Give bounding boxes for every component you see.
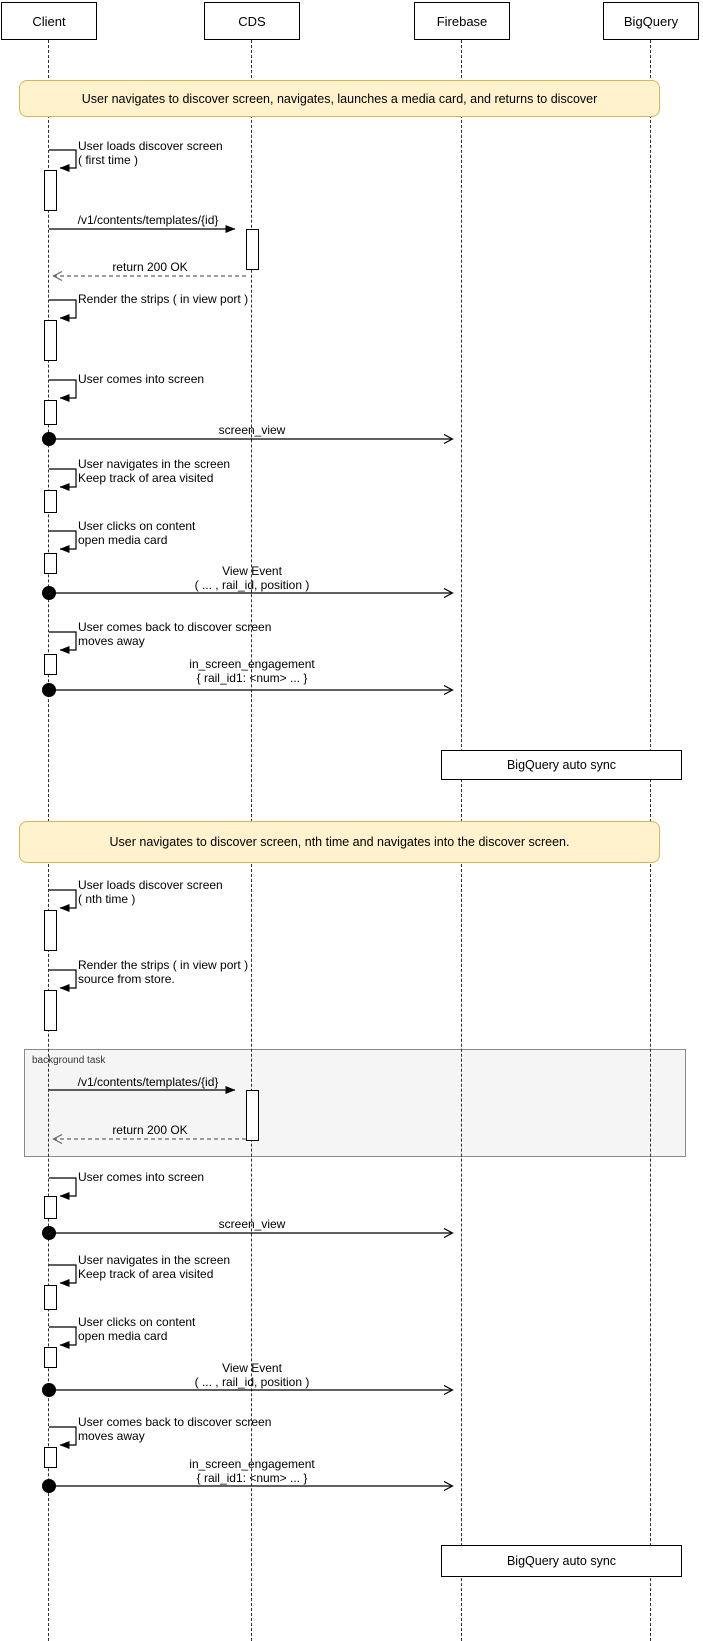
message-label: User clicks on content open media card xyxy=(78,1315,196,1343)
message-label: screen_view xyxy=(218,1217,286,1231)
actor-box-firebase: Firebase xyxy=(414,2,510,40)
event-origin-dot xyxy=(42,1479,56,1493)
activation-bar xyxy=(44,320,57,361)
message-label: User navigates in the screen Keep track … xyxy=(78,1253,231,1281)
message-label: screen_view xyxy=(218,423,286,437)
activation-bar xyxy=(44,1285,57,1310)
activation-bar xyxy=(44,490,57,513)
message-label: in_screen_engagement { rail_id1: <num> .… xyxy=(189,657,315,685)
activation-bar xyxy=(44,1347,57,1368)
self-message-arrow xyxy=(49,299,77,322)
message-label: /v1/contents/templates/{id} xyxy=(77,1075,219,1089)
self-message-arrow xyxy=(49,1264,77,1287)
message-label: /v1/contents/templates/{id} xyxy=(77,213,219,227)
message-label: User comes back to discover screen moves… xyxy=(78,1415,272,1443)
scenario-banner-2: User navigates to discover screen, nth t… xyxy=(19,821,660,863)
event-origin-dot xyxy=(42,683,56,697)
activation-bar xyxy=(44,1196,57,1219)
self-message-arrow xyxy=(49,1426,77,1449)
background-task-label: background task xyxy=(32,1055,106,1066)
message-label: Render the strips ( in view port ) xyxy=(78,292,249,306)
activation-bar xyxy=(44,400,57,425)
activation-bar xyxy=(246,229,259,270)
message-label: User comes into screen xyxy=(78,372,205,386)
self-message-arrow xyxy=(49,530,77,553)
event-origin-dot xyxy=(42,1383,56,1397)
message-label: return 200 OK xyxy=(112,260,188,274)
bigquery-auto-sync-box: BigQuery auto sync xyxy=(441,750,682,780)
message-label: View Event ( ... , rail_id, position ) xyxy=(194,564,310,592)
scenario-banner-1: User navigates to discover screen, navig… xyxy=(19,80,660,117)
message-label: View Event ( ... , rail_id, position ) xyxy=(194,1361,310,1389)
self-message-arrow xyxy=(49,1177,77,1200)
activation-bar xyxy=(44,990,57,1031)
message-label: User navigates in the screen Keep track … xyxy=(78,457,231,485)
self-message-arrow xyxy=(49,468,77,491)
event-origin-dot xyxy=(42,1226,56,1240)
message-label: User comes back to discover screen moves… xyxy=(78,620,272,648)
message-label: User clicks on content open media card xyxy=(78,519,196,547)
self-message-arrow xyxy=(49,1326,77,1349)
self-message-arrow xyxy=(49,969,77,992)
activation-bar xyxy=(44,1447,57,1468)
message-label: User loads discover screen ( nth time ) xyxy=(78,878,223,906)
activation-bar xyxy=(44,170,57,211)
activation-bar xyxy=(246,1090,259,1141)
actor-box-bigquery: BigQuery xyxy=(603,2,699,40)
event-origin-dot xyxy=(42,432,56,446)
event-origin-dot xyxy=(42,586,56,600)
message-label: User loads discover screen ( first time … xyxy=(78,139,223,167)
message-label: User comes into screen xyxy=(78,1170,205,1184)
self-message-arrow xyxy=(49,149,77,172)
message-label: in_screen_engagement { rail_id1: <num> .… xyxy=(189,1457,315,1485)
actor-box-cds: CDS xyxy=(204,2,300,40)
actor-box-client: Client xyxy=(1,2,97,40)
activation-bar xyxy=(44,654,57,675)
background-task-frame: background task xyxy=(24,1049,686,1157)
activation-bar xyxy=(44,910,57,951)
bigquery-auto-sync-box: BigQuery auto sync xyxy=(441,1545,682,1577)
message-label: Render the strips ( in view port ) sourc… xyxy=(78,958,249,986)
activation-bar xyxy=(44,553,57,574)
self-message-arrow xyxy=(49,631,77,654)
self-message-arrow xyxy=(49,889,77,912)
message-label: return 200 OK xyxy=(112,1123,188,1137)
self-message-arrow xyxy=(49,379,77,402)
